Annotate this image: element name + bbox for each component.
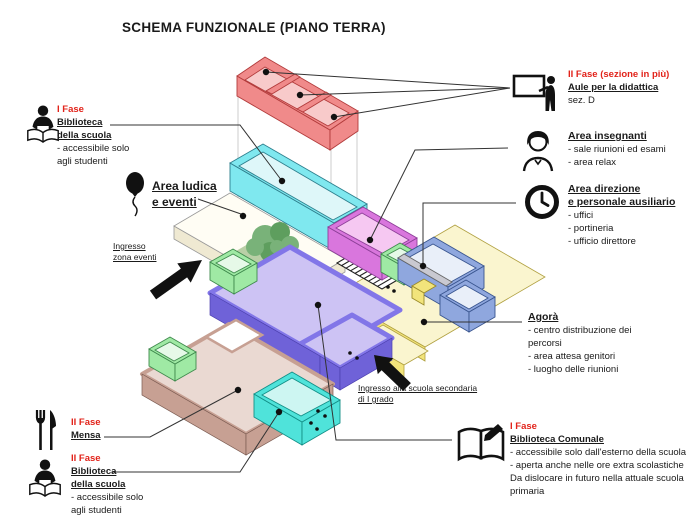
label-direzione: Area direzione e personale ausiliario - … (568, 183, 676, 247)
arrow-ingresso-eventi-icon (149, 260, 202, 300)
zone-green-room-west (209, 248, 258, 295)
page-title: SCHEMA FUNZIONALE (PIANO TERRA) (122, 20, 386, 35)
agora-name: Agorà (528, 311, 559, 323)
label-aule: II Fase (sezione in più) Aule per la did… (568, 69, 670, 106)
door-dots (309, 285, 396, 431)
arrow-ingresso-secondaria-icon (374, 355, 411, 391)
fase1-biblioteca-phase: I Fase (57, 104, 84, 115)
zone-green-room-mensa (148, 336, 197, 382)
label-fase1-biblioteca: I Fase Biblioteca della scuola - accessi… (57, 104, 130, 167)
zone-area-direzione (397, 236, 496, 333)
annotation-dots (234, 68, 428, 416)
direzione-name: Area direzione (568, 183, 641, 195)
label-area-ludica: Area ludica e eventi (152, 179, 217, 209)
mensa-name: Mensa (71, 430, 101, 441)
label-biblioteca-comunale: I Fase Biblioteca Comunale - accessibile… (510, 421, 687, 497)
label-fase2-biblioteca: II Fase Biblioteca della scuola - access… (71, 453, 144, 516)
zone-biblioteca-comunale (207, 244, 403, 391)
label-mensa: II Fase Mensa (71, 417, 101, 441)
zone-aule-slab (236, 56, 359, 151)
label-insegnanti: Area insegnanti - sale riunioni ed esami… (568, 130, 666, 168)
biblioteca-comunale-name: Biblioteca Comunale (510, 434, 604, 445)
insegnanti-name: Area insegnanti (568, 130, 647, 142)
label-agora: Agorà - centro distribuzione dei percors… (528, 311, 632, 375)
label-ingresso-eventi: Ingresso zona eventi (113, 241, 157, 262)
aule-name: Aule per la didattica (568, 82, 659, 93)
fase1-biblioteca-name: Biblioteca (57, 117, 103, 128)
annotation-lines (104, 71, 522, 473)
label-ingresso-secondaria: Ingresso alla scuola secondaria di I gra… (358, 383, 478, 404)
